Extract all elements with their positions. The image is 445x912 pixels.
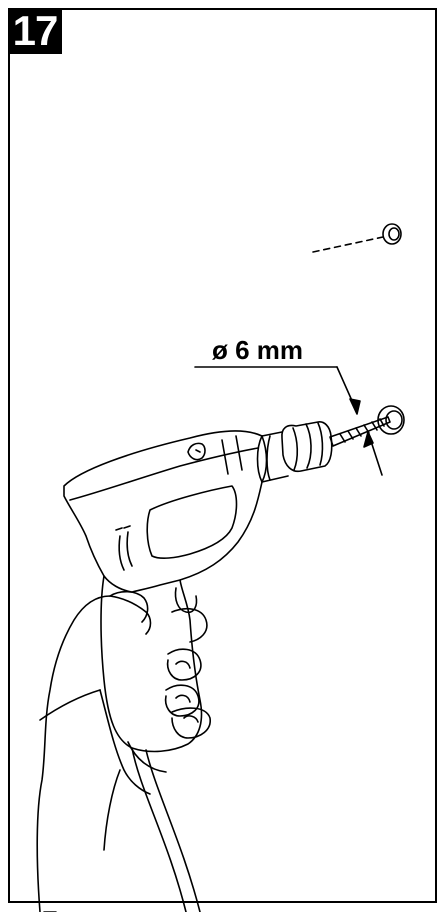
diameter-label: ø 6 mm [212, 335, 303, 365]
power-cord-icon [131, 747, 201, 912]
drill-chuck-icon [256, 421, 333, 483]
diameter-dimension: ø 6 mm [194, 335, 383, 476]
drilled-wall-hole-icon [377, 405, 405, 435]
upper-wall-hole-icon [312, 223, 402, 253]
step-number-badge: 17 [8, 8, 62, 54]
hand-icon [36, 590, 211, 912]
drill-bit-icon [329, 416, 391, 447]
power-drill-icon [63, 430, 268, 773]
